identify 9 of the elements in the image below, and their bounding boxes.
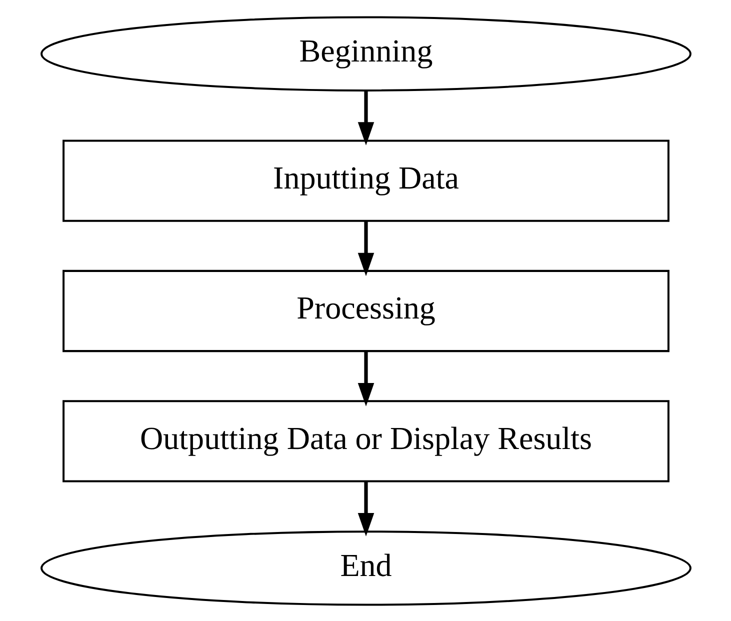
node-box: Processing [62,269,669,352]
node-ellipse: Beginning [40,16,691,91]
arrow [357,480,374,536]
arrow [357,220,374,276]
arrow [357,90,374,145]
node-box: Inputting Data [62,139,669,222]
node-box: Outputting Data or Display Results [62,400,669,482]
node-ellipse: End [40,530,691,606]
arrow [357,351,374,406]
